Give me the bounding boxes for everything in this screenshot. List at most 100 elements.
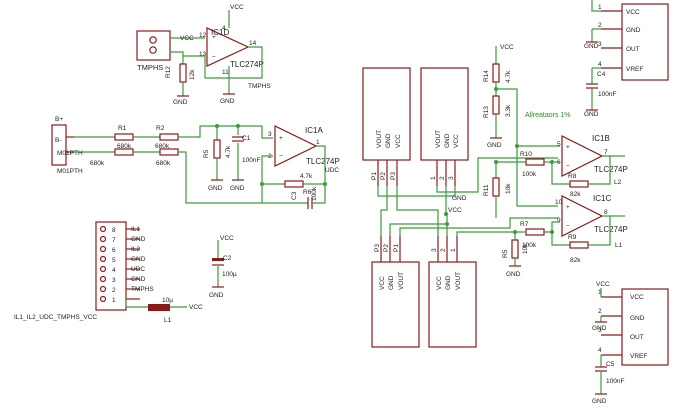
vref-bot-pin-out: OUT — [630, 334, 644, 341]
svg-text:−: − — [279, 153, 283, 160]
header-net: UDC — [131, 266, 145, 273]
header-net: IL1 — [131, 226, 140, 233]
svg-text:+: + — [279, 135, 283, 142]
vref-top-pin-vcc: VCC — [626, 9, 640, 16]
vref-top-num: 2 — [598, 22, 602, 29]
s1-p1: P1 — [371, 172, 378, 180]
gnd-label-2: GND — [220, 98, 235, 105]
ic1a-type: TLC274P — [306, 157, 340, 166]
r14-label: R14 — [483, 70, 490, 82]
r6-label: R6 — [303, 189, 312, 196]
vref-bot-vcc: VCC — [596, 281, 610, 288]
connector-label-2: M01PTH — [57, 168, 83, 175]
tolerance-note: Allreataors 1% — [525, 112, 571, 119]
s3-p2: P2 — [383, 244, 390, 252]
svg-text:−: − — [212, 54, 216, 61]
pin13-label: 13 — [199, 51, 207, 58]
c5-value: 100nF — [606, 378, 624, 385]
r10-label: R10 — [520, 151, 532, 158]
pin14-label: 14 — [249, 40, 257, 47]
block-tmphs-amplifier: TMPHS VCC R12 12k GND + − IC1D TLC274P 1… — [136, 4, 271, 106]
c2-vcc-label: VCC — [220, 235, 234, 242]
r7-label: R7 — [520, 221, 529, 228]
r1-label: R1 — [118, 125, 127, 132]
connector-label-1: M01PTH — [57, 150, 83, 157]
r6-resistor — [284, 180, 304, 188]
header-pin-num: 7 — [112, 237, 116, 244]
r2-resistor — [159, 133, 179, 141]
r9-value: 82k — [570, 257, 581, 264]
r7-resistor — [525, 228, 545, 236]
pin11-label: 11 — [222, 69, 229, 76]
s4-pin-gnd: GND — [445, 275, 452, 290]
r2-label: R2 — [156, 125, 165, 132]
header-pin-num: 3 — [112, 277, 116, 284]
ic1c-opamp — [561, 195, 604, 237]
svg-text:+: + — [566, 144, 570, 151]
pin1-label: 1 — [316, 139, 320, 146]
pin8-label: 8 — [604, 209, 608, 216]
s2-pin-vcc: VCC — [453, 134, 460, 148]
svg-text:+: + — [566, 204, 570, 211]
r6-alt-value: 100k — [311, 186, 318, 201]
s3-pin-gnd: GND — [388, 275, 395, 290]
header-name: IL1_IL2_UDC_TMPHS_VCC — [14, 314, 97, 321]
ic1b-label: IC1B — [592, 134, 610, 143]
header-pin-num: 8 — [112, 227, 116, 234]
block-header: 8 7 6 5 4 3 2 1 IL1 GND IL2 GND UDC GND … — [14, 221, 237, 324]
block-vref-bottom: VCC GND OUT VREF 1 2 3 4 VCC GND C5 100n… — [592, 281, 669, 405]
block-vref-top: VCC GND OUT VREF 1 2 3 4 GND C4 100nF GN… — [584, 0, 669, 118]
header-pin-num: 1 — [112, 297, 116, 304]
pin7-label: 7 — [604, 149, 608, 156]
tmphs-connector — [136, 30, 171, 61]
header-net: TMPHS — [131, 286, 154, 293]
ic1c-label: IC1C — [593, 194, 611, 203]
r2-value: 680k — [155, 143, 170, 150]
r5b-label: R5 — [502, 249, 509, 258]
c5-label: C5 — [606, 361, 615, 368]
r9-label: R9 — [568, 234, 577, 241]
gnd-label-1: GND — [173, 99, 188, 106]
svg-text:−: − — [566, 163, 570, 170]
r5-resistor — [213, 139, 221, 159]
s2-n3: 3 — [448, 176, 455, 180]
c2-label: C2 — [223, 255, 232, 262]
vref-bot-pin-gnd: GND — [630, 315, 645, 322]
gnd-label-4: GND — [230, 185, 245, 192]
s3-p3: P3 — [374, 244, 381, 252]
s4-n1: 1 — [450, 248, 457, 252]
header-pin-num: 4 — [112, 267, 116, 274]
ic1b-opamp — [561, 135, 604, 177]
r12-value: 12k — [189, 69, 196, 80]
vref-bot-pin-vcc: VCC — [630, 294, 644, 301]
ic1b-type: TLC274P — [594, 165, 628, 174]
s1-pin-gnd: GND — [385, 133, 392, 148]
r5-value: 4.7k — [225, 145, 232, 158]
vref-top-ic — [621, 3, 669, 81]
header-net: GND — [131, 256, 146, 263]
tmphs-net-label: TMPHS — [248, 83, 271, 90]
s1-pin-vout: VOUT — [376, 130, 383, 148]
l2-label: L2 — [614, 179, 622, 186]
vref-top-gnd2: GND — [584, 111, 599, 118]
r11-value: 10k — [505, 183, 512, 194]
r14-value: 4.7k — [505, 70, 512, 83]
sensor-vcc-label: VCC — [448, 207, 462, 214]
c2-capacitor — [212, 258, 224, 261]
vref-top-pin-vref: VREF — [626, 66, 643, 73]
ic1a-label: IC1A — [305, 126, 323, 135]
header-pin-num: 2 — [112, 287, 116, 294]
bminus-label: B- — [55, 137, 62, 144]
vref-top-pin-out: OUT — [626, 46, 640, 53]
r11-label: R11 — [483, 184, 490, 196]
gnd-label-3: GND — [208, 185, 223, 192]
ic1d-type: TLC274P — [230, 60, 264, 69]
r5b-resistor — [511, 239, 519, 259]
header-net: IL2 — [131, 246, 140, 253]
ic1a-opamp — [274, 125, 318, 167]
c1-label: C1 — [242, 135, 251, 142]
s2-n1: 1 — [430, 176, 437, 180]
r13-resistor — [492, 95, 500, 115]
bplus-label: B+ — [55, 116, 63, 123]
c2-gnd-label: GND — [209, 292, 224, 299]
